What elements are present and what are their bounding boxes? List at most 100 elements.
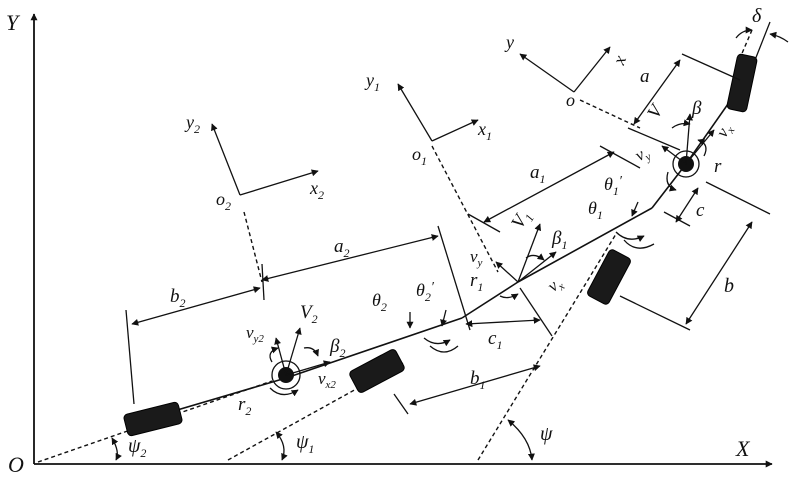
trailer2-local-origin-label: o2 [216,189,231,213]
psi-label: ψ [540,423,553,445]
theta2-arc [423,337,451,347]
trailer2-vx-label: vx2 [318,369,336,391]
dim-a-label: a [640,66,650,87]
tractor-vx-label: vx [712,120,737,142]
trailer2-rear-wheel [123,401,183,437]
trailer2-V2-label: V2 [300,302,318,326]
trailer2-local-x-label: x2 [309,178,324,202]
b1-ext-line [393,393,409,415]
theta2-prime-label: θ2′ [416,280,435,304]
tractor-local-x-axis [573,46,611,93]
trailer1-body [517,207,653,283]
dim-b-arrow [685,221,753,325]
theta2-arc-outer [429,345,459,353]
tractor-vx-vector [685,129,715,165]
dim-a1-label: a1 [530,162,546,186]
psi2-label: ψ2 [128,435,146,460]
tractor-front-wheel [726,53,758,113]
trailer1-beta1-arc [525,253,545,261]
tractor-beta-arc [671,119,691,129]
tractor-vy-vector [661,145,687,165]
theta2-label: θ2 [372,290,387,314]
trailer1-local-x-axis [431,119,479,142]
tractor-local-y-axis [519,53,575,93]
trailer2-annotations: a2 b2 V2 β2 vx2 vy2 r2 θ2 θ2′ [125,225,471,418]
trailer1-local-x-label: x1 [477,119,492,143]
trailer1-local-y-label: y1 [364,70,380,94]
c1-ext-line [519,287,553,337]
tractor-heading-line [477,233,617,461]
delta-arc-2 [769,31,789,43]
c-ext-line-1 [705,181,771,215]
trailer1-annotations: a1 θ1 θ1′ V1 β1 vx vy r1 c1 b1 [393,145,655,415]
hitch-link [461,281,519,319]
trailer2-front-drawbar [285,317,463,379]
dim-c1-label: c1 [488,328,502,352]
b2-ext-line [125,309,135,405]
heading-angles: ψ2 ψ1 ψ [111,419,553,461]
b-ext-line [619,295,691,331]
dim-b1-arrow [409,364,541,406]
trailer1-local-origin-label: o1 [412,144,427,168]
theta1-prime-label: θ1′ [604,174,623,198]
dim-a1-arrow [483,151,615,223]
trailer2-beta2-arc [303,347,319,357]
trailer2-vy2-vector [274,337,287,376]
a2-ext-line-2 [261,263,265,301]
trailer2-local-y-axis [211,123,241,196]
trailer1-frame-dashed-line [431,145,499,273]
trailer2-yaw-arc-top [269,346,279,363]
dim-a2-arrow [261,234,439,282]
trailer1-local-y-axis [397,83,433,142]
psi1-label: ψ1 [296,431,314,456]
wheels [123,53,758,437]
trailer2-cg-ring [271,360,301,390]
trailer1-V1-vector [517,223,542,283]
dim-c1-arrow [465,316,541,328]
dim-b2-arrow [131,286,261,326]
trailer1-vx1-vector [517,251,557,283]
c-ext-line-2 [663,211,691,227]
trailer2-frame-dashed-line [243,211,263,283]
tractor-beta-label: β [691,98,702,119]
a1-ext-line [599,145,641,169]
a-ext-line-2 [627,127,681,151]
delta-arc [735,26,753,39]
trailer2-local-frame: y2 x2 o2 [184,112,324,213]
tractor-local-x-label: x [608,53,630,68]
trailer2-V2-vector [285,327,302,376]
tractor-frame-dashed-line [579,99,641,129]
psi-arc [507,419,535,461]
mass-centers [271,150,700,390]
trailer2-local-y-label: y2 [184,112,200,136]
trailer2-heading-line [37,380,273,463]
tractor-local-y-label: y [504,32,514,52]
heading-lines [37,29,753,463]
delta-label: δ [752,5,762,27]
trailer2-front-wheel [349,349,405,393]
trailer1-wheel [587,249,631,305]
dim-b1-label: b1 [470,368,486,392]
front-wheel-dashed-line [739,29,753,59]
steer-direction-line [754,21,771,61]
tractor-V-label: V [643,100,668,123]
theta1-arc [615,231,645,242]
dim-a2-label: a2 [334,236,350,260]
psi1-arc [275,431,288,461]
trailer2-r2-label: r2 [238,394,251,418]
trailer1-local-frame: y1 x1 o1 [364,70,492,168]
trailer1-V1-label: V1 [507,207,537,234]
global-axes: Y O X [6,10,773,477]
theta1-prime-tick [631,201,639,217]
theta2-prime-tick [440,309,447,327]
theta1-arc-outer [623,239,655,249]
a-ext-line-1 [681,53,741,81]
psi2-arc [111,437,122,461]
trailer1-beta1-label: β1 [551,228,567,252]
dim-c-arrow [675,187,699,223]
tractor-vy-label: vy [632,142,654,167]
tractor-local-origin-label: o [566,90,575,110]
trailer2-yaw-arc-bottom [269,387,299,397]
tractor-local-frame: y x o [504,32,630,110]
